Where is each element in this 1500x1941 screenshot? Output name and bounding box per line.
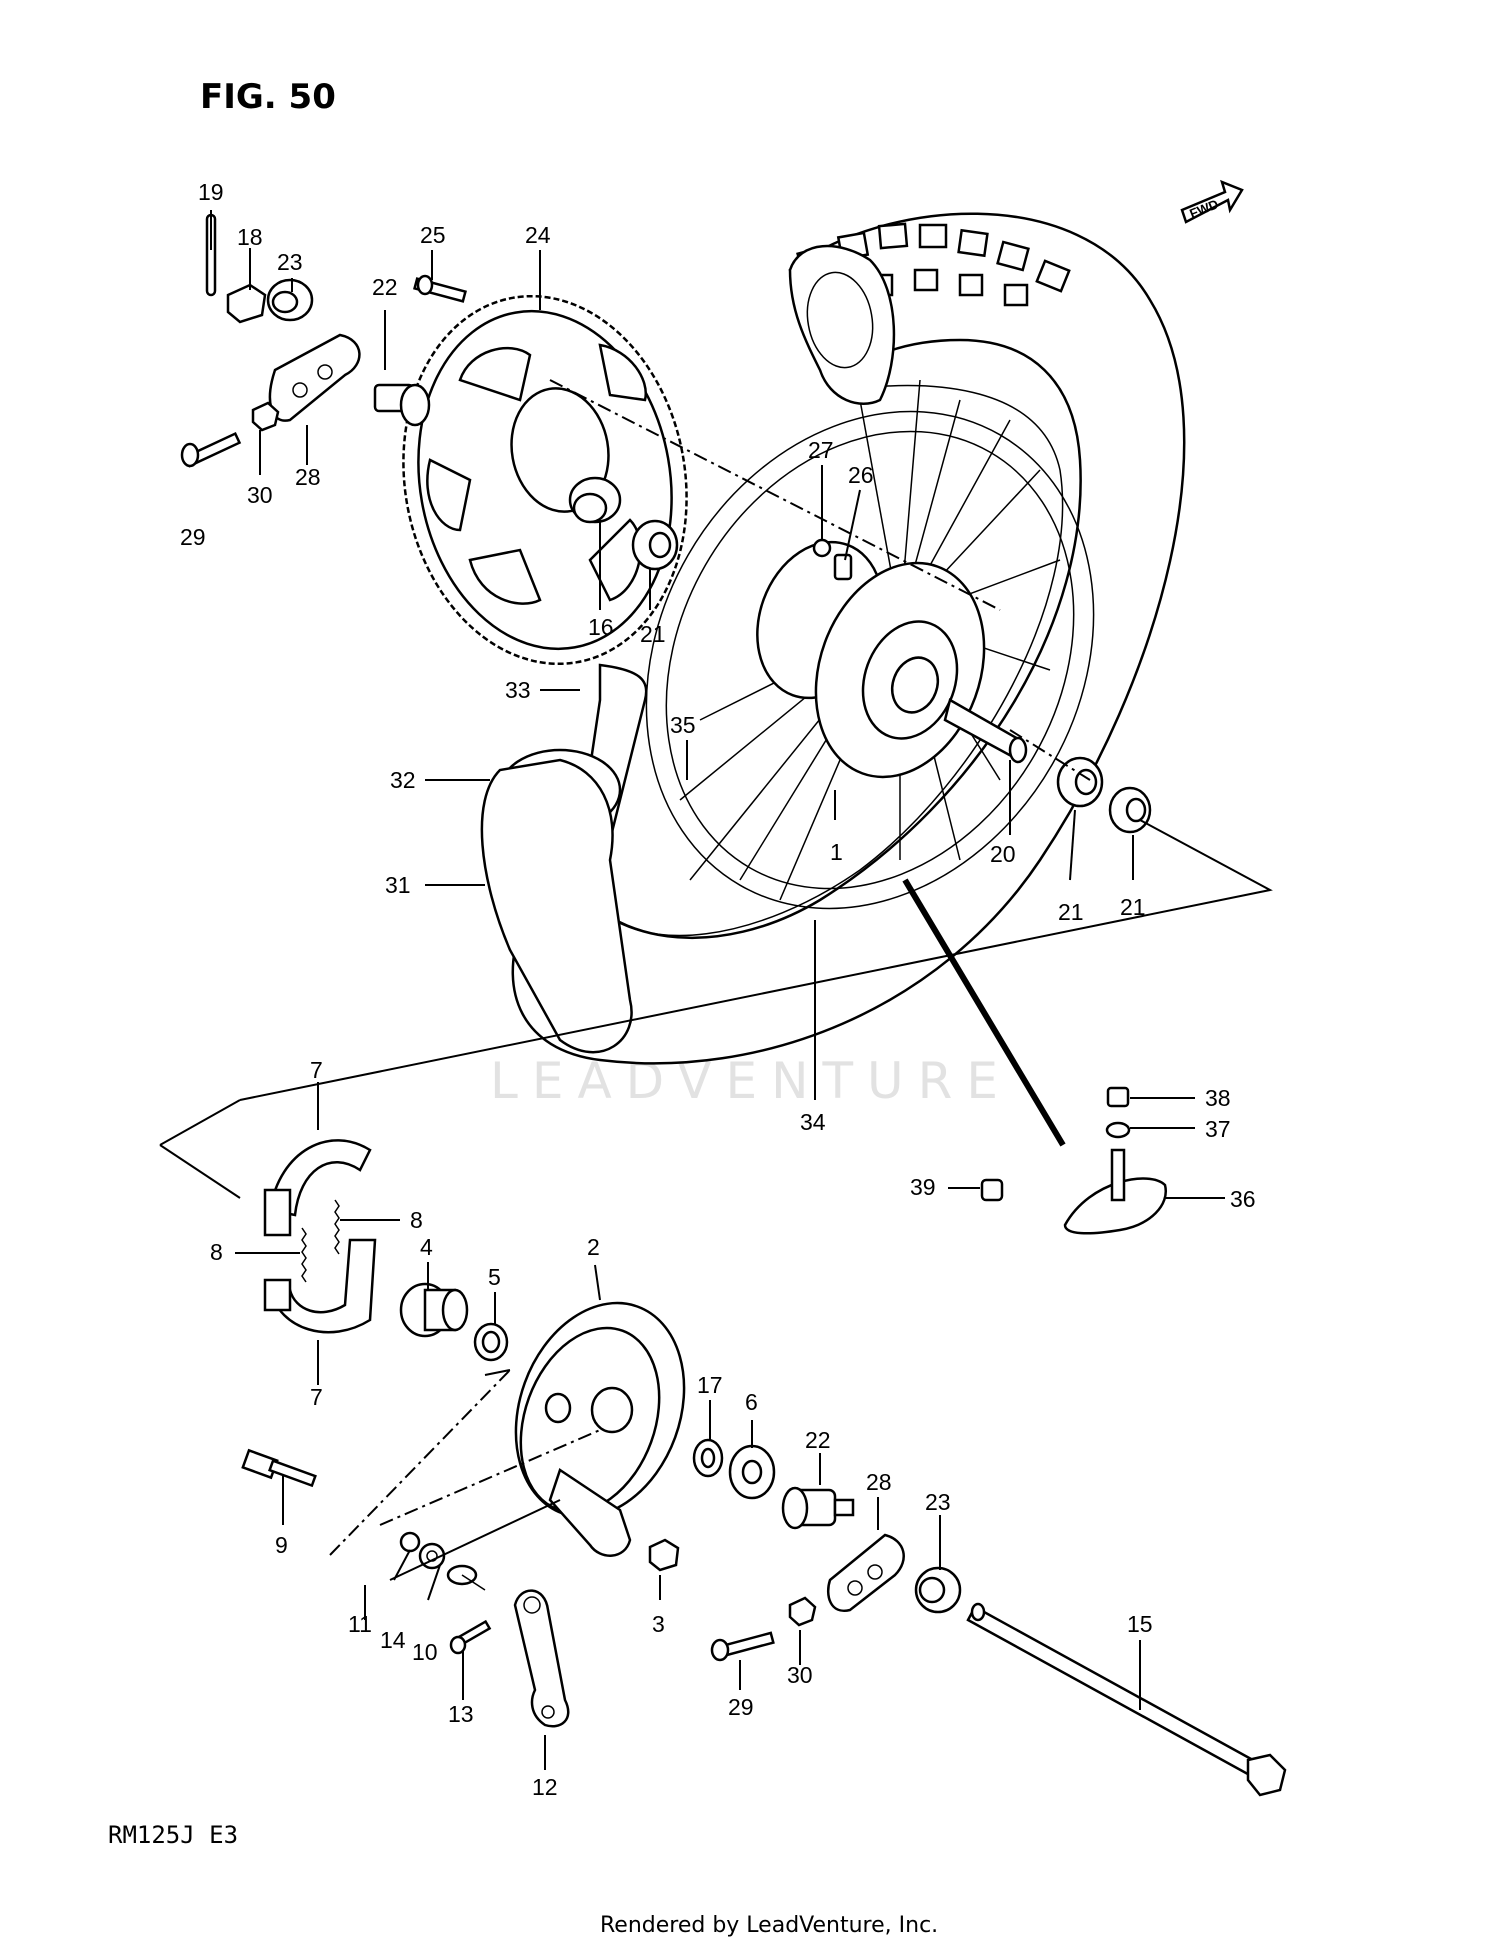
nut-38 xyxy=(1106,1086,1130,1108)
brake-cam-4 xyxy=(399,1282,469,1338)
callout-7-upper: 7 xyxy=(310,1057,323,1083)
callout-3: 3 xyxy=(652,1611,665,1637)
washer-17 xyxy=(692,1438,724,1478)
callout-5: 5 xyxy=(488,1264,501,1290)
callout-15: 15 xyxy=(1127,1611,1153,1637)
callout-21-lower-b: 21 xyxy=(1120,894,1146,920)
forward-arrow-icon: FWD xyxy=(1180,179,1244,224)
brake-spring-8 xyxy=(301,1199,340,1283)
rim-lock-36 xyxy=(1063,1148,1168,1235)
callout-38: 38 xyxy=(1205,1085,1231,1111)
callout-29-upper: 29 xyxy=(180,524,206,550)
callout-21-upper: 21 xyxy=(640,621,666,647)
callout-20: 20 xyxy=(990,841,1016,867)
callout-14: 14 xyxy=(380,1627,406,1653)
hub-nut-27 xyxy=(812,538,832,558)
callout-32: 32 xyxy=(390,767,416,793)
brake-shoe-7-lower xyxy=(263,1238,377,1334)
callout-17: 17 xyxy=(697,1372,723,1398)
spacer-16 xyxy=(568,476,622,524)
fwd-label: FWD xyxy=(1187,196,1220,221)
callout-28-lower: 28 xyxy=(866,1469,892,1495)
callout-37: 37 xyxy=(1205,1116,1231,1142)
callout-19: 19 xyxy=(198,179,224,205)
callout-31: 31 xyxy=(385,872,411,898)
bolt-9 xyxy=(241,1448,317,1488)
spacer-22-lower xyxy=(781,1486,855,1530)
callout-23-upper: 23 xyxy=(277,249,303,275)
callout-2: 2 xyxy=(587,1234,600,1260)
rear-sprocket xyxy=(402,294,688,666)
adjuster-bolt-29-upper xyxy=(180,431,242,468)
callout-10: 10 xyxy=(412,1639,438,1665)
spacer-6 xyxy=(728,1444,776,1500)
washer-23-lower xyxy=(914,1566,962,1614)
callout-24: 24 xyxy=(525,222,551,248)
callout-35: 35 xyxy=(670,712,696,738)
valve-cap-39 xyxy=(980,1178,1004,1202)
callout-39: 39 xyxy=(910,1174,936,1200)
brake-shoe-7-upper xyxy=(263,1139,372,1237)
sprocket-bolt-25 xyxy=(413,274,467,303)
callout-9: 9 xyxy=(275,1532,288,1558)
figure-title: FIG. 50 xyxy=(200,77,336,117)
callout-22-lower: 22 xyxy=(805,1427,831,1453)
callout-13: 13 xyxy=(448,1701,474,1727)
callout-7-lower: 7 xyxy=(310,1384,323,1410)
sprocket-nut-22 xyxy=(373,383,431,427)
callout-29-lower: 29 xyxy=(728,1694,754,1720)
callout-28-upper: 28 xyxy=(295,464,321,490)
watermark: LEADVENTURE xyxy=(490,1052,1012,1110)
brake-panel-2 xyxy=(514,1301,686,1557)
callout-labels: 19 18 23 25 24 22 29 30 28 16 21 27 26 3… xyxy=(180,179,1256,1800)
axle-nut-18 xyxy=(226,283,267,324)
tire-cutaway xyxy=(480,758,633,1054)
callout-27: 27 xyxy=(808,437,834,463)
callout-25: 25 xyxy=(420,222,446,248)
hub-bolt-26 xyxy=(833,553,853,581)
callout-22-upper: 22 xyxy=(372,274,398,300)
callout-34: 34 xyxy=(800,1109,826,1135)
washer-5 xyxy=(473,1322,509,1362)
callout-8-right: 8 xyxy=(410,1207,423,1233)
callout-21-lower-a: 21 xyxy=(1058,899,1084,925)
callout-30-upper: 30 xyxy=(247,482,273,508)
callout-11: 11 xyxy=(348,1611,372,1637)
model-code: RM125J E3 xyxy=(108,1821,238,1849)
callout-36: 36 xyxy=(1230,1186,1256,1212)
brake-arm-12 xyxy=(513,1589,570,1728)
callout-6: 6 xyxy=(745,1389,758,1415)
callout-18: 18 xyxy=(237,224,263,250)
chain-adjuster-28-upper xyxy=(268,333,361,422)
nut-30-lower xyxy=(788,1596,817,1627)
tire-cutaway-top xyxy=(788,244,896,405)
callout-33: 33 xyxy=(505,677,531,703)
callout-4: 4 xyxy=(420,1234,433,1260)
bolt-13 xyxy=(449,1619,492,1655)
callout-16: 16 xyxy=(588,614,614,640)
rear-wheel xyxy=(493,212,1186,1065)
callout-23-lower: 23 xyxy=(925,1489,951,1515)
bearing-21-upper xyxy=(631,519,679,571)
washer-37 xyxy=(1105,1121,1131,1139)
render-credit: Rendered by LeadVenture, Inc. xyxy=(600,1913,938,1938)
rear-axle-15 xyxy=(966,1602,1287,1797)
callout-30-lower: 30 xyxy=(787,1662,813,1688)
washer-11 xyxy=(399,1531,421,1553)
callout-1: 1 xyxy=(830,839,843,865)
nut-30-upper xyxy=(251,401,280,432)
adjuster-bolt-29-lower xyxy=(710,1631,775,1662)
washer-23-upper xyxy=(266,278,314,322)
indicator-10 xyxy=(446,1564,486,1591)
callout-8-left: 8 xyxy=(210,1239,223,1265)
chain-adjuster-28-lower xyxy=(826,1533,905,1613)
leader-lines xyxy=(159,210,1273,1770)
callout-12: 12 xyxy=(532,1774,558,1800)
nut-3 xyxy=(648,1538,680,1572)
callout-26: 26 xyxy=(848,462,874,488)
